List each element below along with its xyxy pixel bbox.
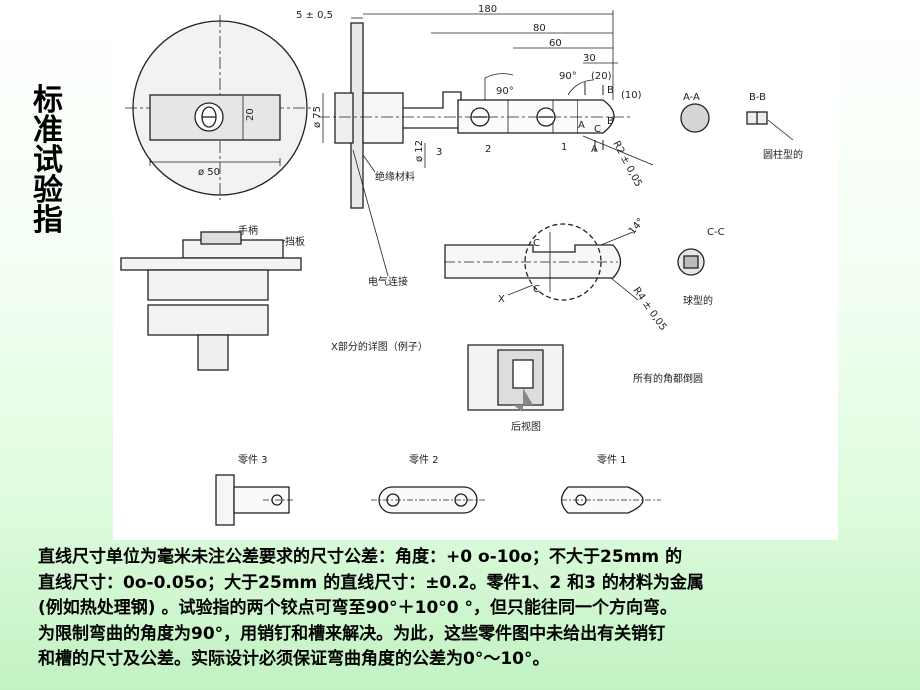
section-label-b2: B bbox=[607, 116, 614, 127]
view-aa-label: A-A bbox=[683, 92, 700, 103]
detail-x-mark: X bbox=[498, 294, 505, 305]
section-bb-shape bbox=[746, 111, 794, 141]
label-baffle: 挡板 bbox=[285, 235, 305, 248]
label-x-detail: X部分的详图（例子） bbox=[331, 340, 428, 353]
finger-joint-view bbox=[444, 223, 639, 301]
caption-line: 直线尺寸单位为毫米未注公差要求的尺寸公差：角度：+0 o-10o；不大于25mm… bbox=[38, 547, 683, 567]
label-spherical: 球型的 bbox=[683, 294, 713, 307]
section-label-c: C bbox=[594, 124, 601, 135]
side-title-char: 验 bbox=[33, 173, 63, 208]
side-title-char: 准 bbox=[33, 113, 63, 148]
section-label-a: A bbox=[578, 120, 585, 131]
part-num-2: 2 bbox=[485, 144, 491, 155]
dim-180: 180 bbox=[478, 4, 497, 15]
dim-angle-90-a: 90° bbox=[559, 71, 577, 82]
dim-5: 5 ± 0,5 bbox=[296, 10, 333, 21]
side-view-finger bbox=[318, 10, 654, 209]
section-cc-shape bbox=[677, 248, 705, 276]
part-2-drawing bbox=[371, 486, 485, 514]
label-insulation: 绝缘材料 bbox=[375, 170, 415, 183]
x-detail-view bbox=[467, 344, 564, 412]
label-part-1: 零件 1 bbox=[597, 454, 627, 466]
label-handle: 手柄 bbox=[238, 224, 258, 237]
side-title-char: 标 bbox=[33, 83, 63, 118]
label-rear-view: 后视图 bbox=[511, 420, 541, 433]
front-view-disc bbox=[125, 15, 315, 200]
label-part-3: 零件 3 bbox=[238, 454, 268, 466]
caption-line: 为限制弯曲的角度为90°，用销钉和槽来解决。为此，这些零件图中未给出有关销钉 bbox=[38, 623, 666, 644]
dim-width-20: 20 bbox=[245, 108, 256, 121]
caption-text: 直线尺寸单位为毫米未注公差要求的尺寸公差：角度：+0 o-10o；不大于25mm… bbox=[38, 545, 898, 673]
caption-line: (例如热处理钢) 。试验指的两个铰点可弯至90°＋10°0 °，但只能往同一个方… bbox=[38, 598, 678, 618]
section-label-a2: A bbox=[591, 144, 598, 155]
section-aa-circle bbox=[680, 103, 710, 133]
handle-baffle-view bbox=[120, 231, 302, 371]
view-bb-label: B-B bbox=[749, 92, 766, 103]
side-title-char: 指 bbox=[33, 203, 63, 238]
side-title: 标 准 试 验 指 bbox=[28, 86, 68, 236]
technical-drawing: 20 ø 50 5 ± 0,5 180 80 bbox=[113, 0, 838, 540]
label-cylindrical: 圆柱型的 bbox=[763, 148, 803, 161]
dim-angle-14: 14° bbox=[627, 216, 647, 237]
dim-60: 60 bbox=[549, 38, 562, 49]
part-3-drawing bbox=[215, 474, 293, 526]
dim-phi-50: ø 50 bbox=[198, 167, 220, 178]
dim-r4: R4 ± 0,05 bbox=[631, 285, 669, 333]
dim-10-ref: (10) bbox=[621, 90, 642, 101]
dim-r2: R2 ± 0,05 bbox=[610, 139, 643, 189]
side-title-char: 试 bbox=[33, 143, 63, 178]
section-c-bottom: C bbox=[533, 284, 540, 295]
part-num-3: 3 bbox=[436, 147, 442, 158]
dim-phi-75: ø 75 bbox=[312, 106, 323, 128]
part-1-drawing bbox=[560, 486, 661, 514]
dim-20-ref: (20) bbox=[591, 71, 612, 82]
dim-30: 30 bbox=[583, 53, 596, 64]
dim-phi-12: ø 12 bbox=[414, 140, 425, 162]
caption-line: 直线尺寸：0o-0.05o；大于25mm 的直线尺寸：±0.2。零件1、2 和3… bbox=[38, 572, 704, 593]
part-num-1: 1 bbox=[561, 142, 567, 153]
label-electrical: 电气连接 bbox=[368, 275, 408, 288]
dim-80: 80 bbox=[533, 23, 546, 34]
label-part-2: 零件 2 bbox=[409, 454, 439, 466]
caption-line: 和槽的尺寸及公差。实际设计必须保证弯曲角度的公差为0°～10°。 bbox=[38, 649, 550, 669]
section-label-b: B bbox=[607, 85, 614, 96]
dim-angle-90-b: 90° bbox=[496, 86, 514, 97]
view-cc-label: C-C bbox=[707, 227, 725, 238]
label-chamfer: 所有的角都倒圆 bbox=[633, 372, 703, 385]
section-c-top: C bbox=[533, 238, 540, 249]
